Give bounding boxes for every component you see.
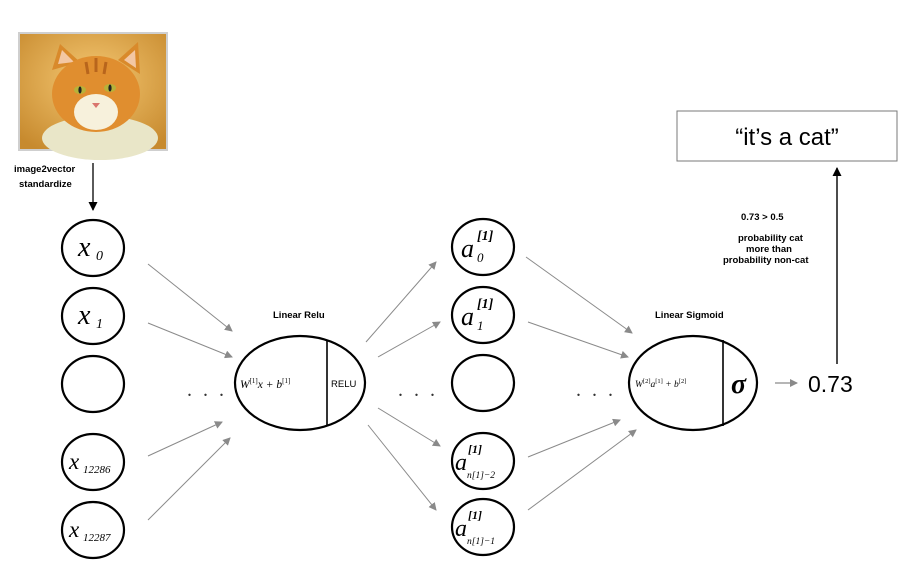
connection-arrow [147,263,233,332]
connection-arrow [377,321,441,358]
connection-arrow [525,256,633,334]
hidden-node-superscript: [1] [468,508,482,522]
result-text: “it’s a cat” [735,124,839,151]
hidden-node-label: a [461,302,474,331]
decision-comparison: 0.73 > 0.5 [741,212,784,223]
input-node-empty [60,354,126,414]
decision-note-line3: probability non-cat [723,255,809,266]
hidden-node-label: a [455,450,467,476]
hidden-node [450,217,516,277]
connection-arrow [377,407,441,447]
connection-arrow [147,322,233,359]
connection-arrow [527,429,637,511]
hidden-node-subscript: 0 [477,250,484,265]
connection-arrow [367,424,437,511]
ellipsis-input: . . . [187,379,227,401]
hidden-node [450,431,516,491]
output-value: 0.73 [808,371,853,397]
decision-note-line1: probability cat [738,233,804,244]
input-node [60,500,126,560]
hidden-node-subscript: n[1]−1 [467,537,495,547]
input-node-label: x [77,300,91,331]
hidden-node [450,285,516,345]
sigmoid-symbol: σ [731,369,747,400]
input-node [60,218,126,278]
layer1-node: W[1]x + b[1] RELU [233,334,367,432]
connection-arrow [365,261,437,343]
input-node-label: x [77,232,91,263]
layer2-label: Linear Sigmoid [655,310,724,321]
hidden-node-subscript: n[1]−2 [467,471,495,481]
input-node-label: x [68,517,80,542]
hidden-node [450,497,516,557]
connection-arrow [527,418,621,458]
hidden-layer: a [1] 0 a [1] 1 a [1] n[1]−2 a [1] n[1]−… [450,217,516,557]
input-node-subscript: 1 [96,317,103,332]
cat-image [18,32,168,160]
input-node-subscript: 0 [96,249,103,264]
hidden-node-empty [450,353,516,413]
preprocess-label-line1: image2vector [14,164,76,175]
input-layer: x 0 x 1 x 12286 x 12287 [60,218,126,560]
hidden-node-label: a [461,234,474,263]
input-node-subscript: 12286 [83,464,111,476]
connection-arrow [147,437,231,521]
hidden-node-subscript: 1 [477,318,484,333]
result-box [676,110,898,162]
hidden-node-superscript: [1] [468,442,482,456]
ellipsis-hidden: . . . [576,379,616,401]
input-node-label: x [68,449,80,474]
hidden-node-superscript: [1] [477,229,494,244]
hidden-to-layer2-arrows [525,256,637,511]
layer1-to-hidden-arrows [365,261,441,511]
relu-label: RELU [331,379,356,390]
input-node [60,286,126,346]
input-node [60,432,126,492]
hidden-node-label: a [455,516,467,542]
layer1-label: Linear Relu [273,310,325,321]
ellipsis-layer1: . . . [398,379,438,401]
decision-note-line2: more than [746,244,792,255]
connection-arrow [147,421,223,457]
preprocess-label-line2: standardize [19,179,72,190]
input-node-subscript: 12287 [83,532,111,544]
input-to-layer1-arrows [147,263,233,521]
layer2-node: W[2]a[1] + b[2] σ [627,334,759,432]
hidden-node-superscript: [1] [477,297,494,312]
connection-arrow [527,321,629,359]
